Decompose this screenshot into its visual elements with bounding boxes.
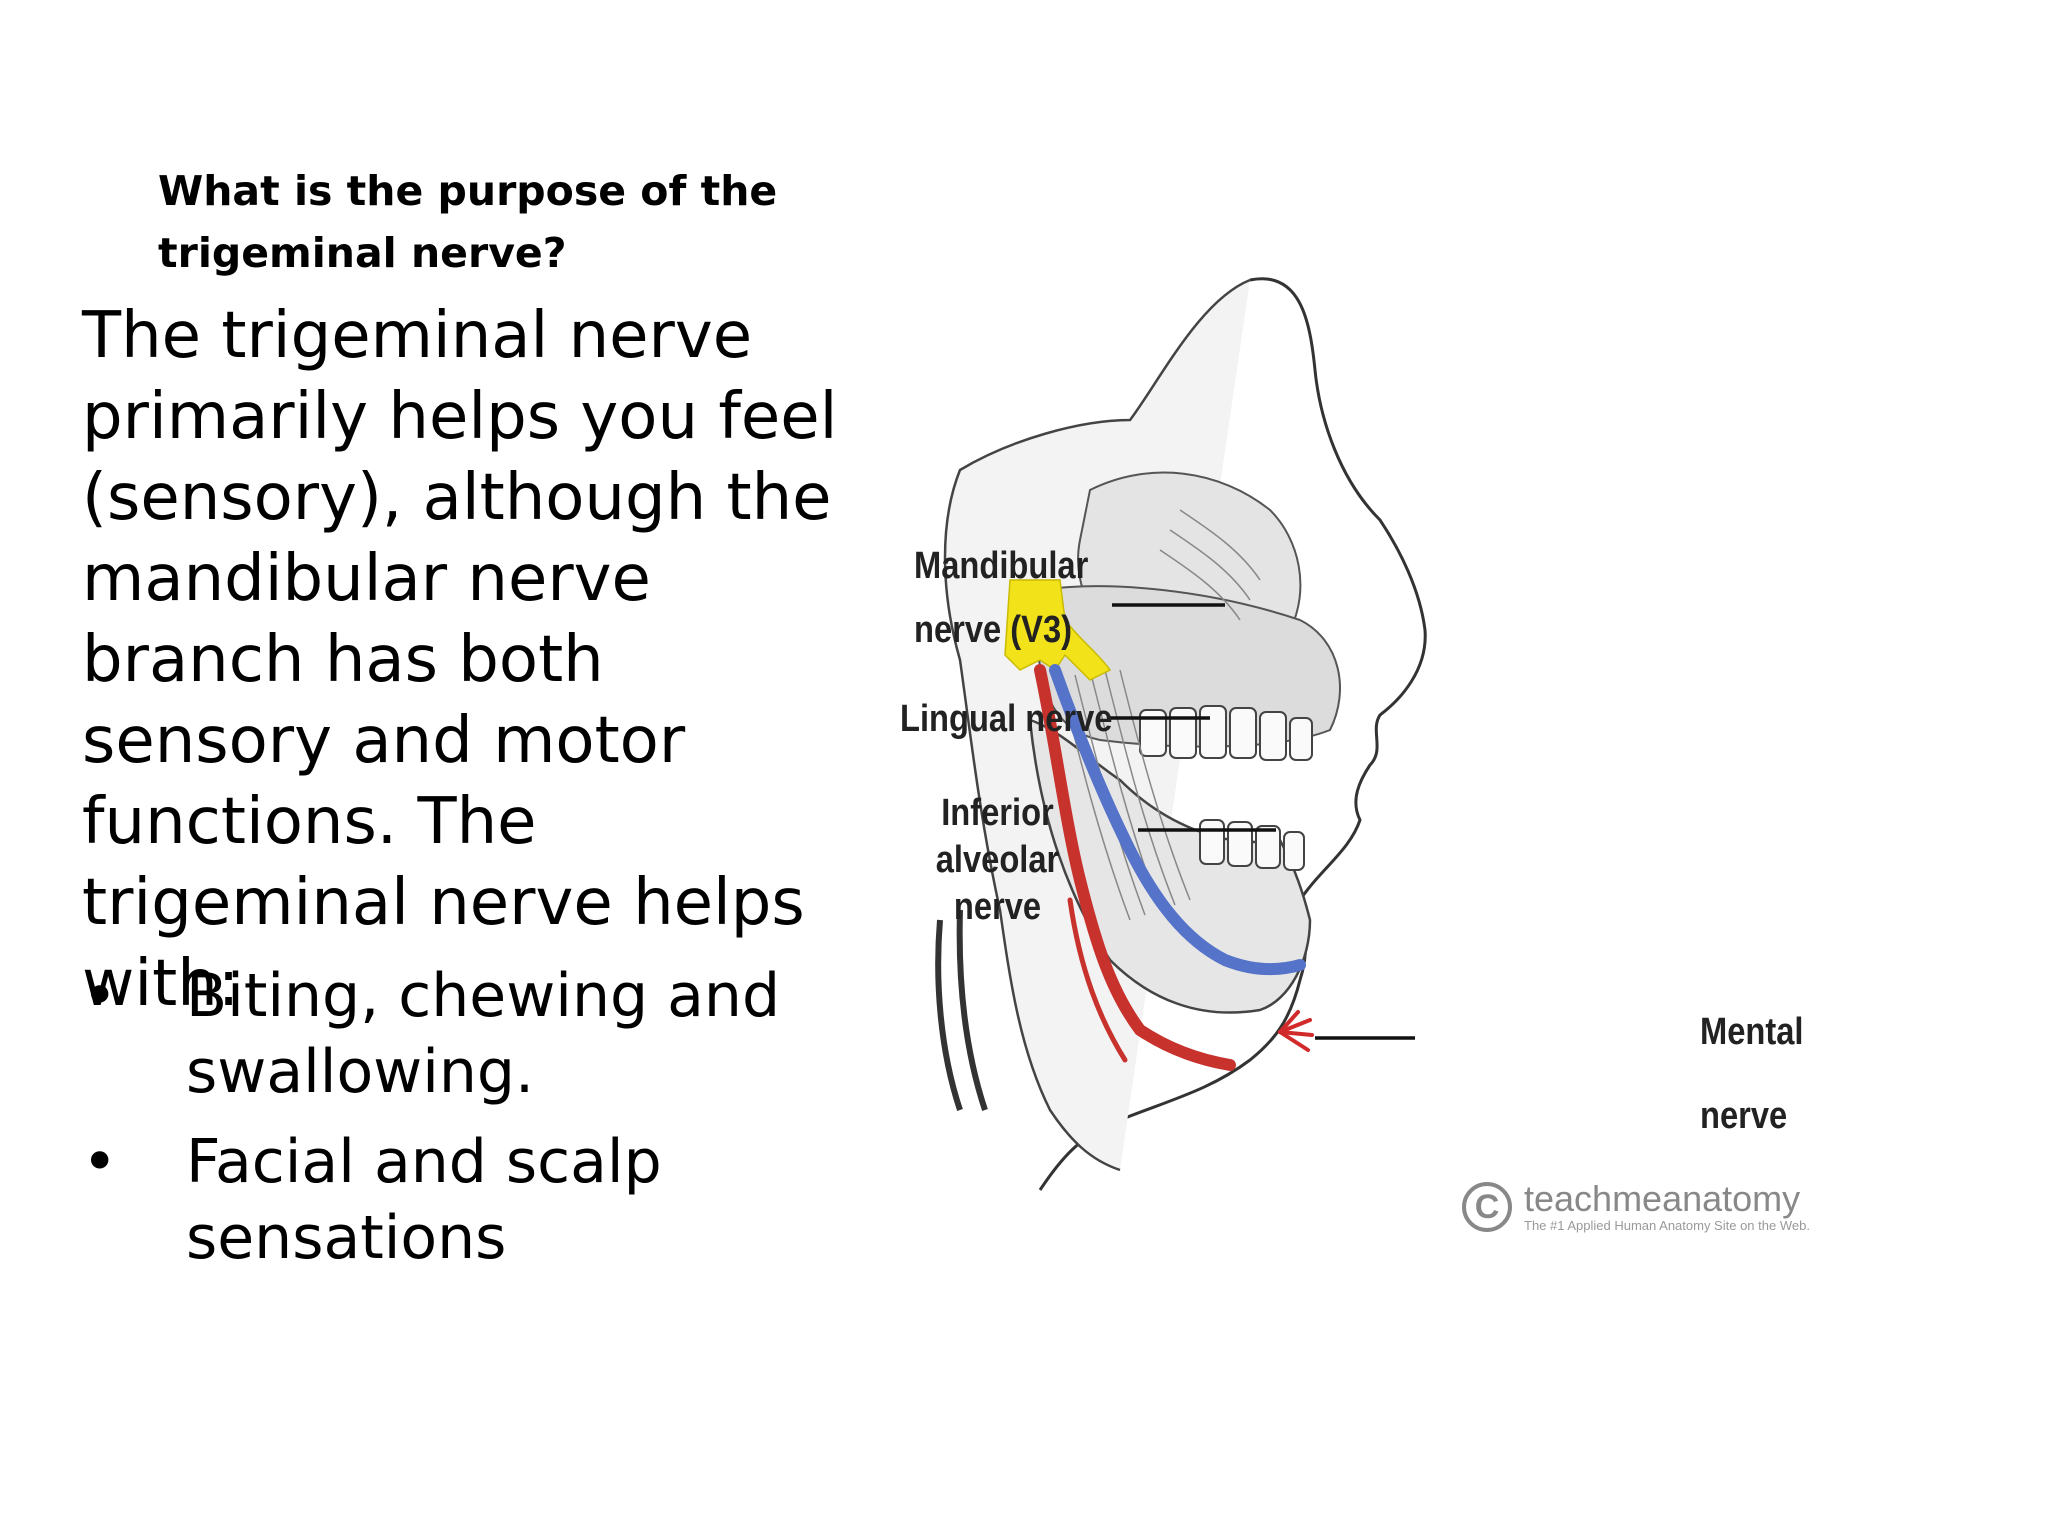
mandibular-nerve-trunk	[1004, 579, 1112, 681]
lingual-nerve	[1049, 664, 1306, 976]
watermark-tagline: The #1 Applied Human Anatomy Site on the…	[1524, 1218, 1810, 1233]
trigeminal-anatomy-figure: Mandibular nerve (V3) Lingual nerve Infe…	[880, 260, 1860, 1270]
upper-teeth	[1139, 705, 1313, 761]
bullet-list: • Biting, chewing and swallowing. • Faci…	[82, 958, 862, 1290]
watermark: C teachmeanatomy The #1 Applied Human An…	[1462, 1180, 1810, 1234]
watermark-name: teachmeanatomy	[1524, 1178, 1801, 1219]
label-inferior-alveolar-nerve: Inferior alveolar nerve	[935, 792, 1060, 928]
slide-question: What is the purpose of the trigeminal ne…	[158, 167, 778, 277]
bullet-text: Biting, chewing and swallowing.	[186, 961, 781, 1107]
bullet-icon: •	[82, 1127, 118, 1197]
copyright-icon: C	[1462, 1182, 1512, 1232]
label-lingual-nerve: Lingual nerve	[900, 698, 1113, 740]
slide-body-text: The trigeminal nerve primarily helps you…	[82, 299, 838, 1021]
inferior-alveolar-nerve	[1034, 664, 1236, 1071]
list-item: • Biting, chewing and swallowing.	[82, 958, 862, 1110]
inferior-alveolar-nerve-branch	[1067, 897, 1128, 1063]
anatomy-illustration	[935, 277, 1427, 1191]
label-mental-nerve: Mental nerve	[1700, 1011, 1804, 1137]
list-item: • Facial and scalp sensations	[82, 1124, 862, 1276]
mental-nerve	[1278, 1010, 1314, 1052]
leader-lines	[1110, 603, 1415, 1040]
bullet-text: Facial and scalp sensations	[186, 1127, 662, 1273]
face-outline	[1038, 277, 1427, 1191]
label-mandibular-nerve: Mandibular nerve (V3)	[914, 545, 1089, 651]
bullet-icon: •	[82, 961, 118, 1031]
maxilla-region	[1036, 585, 1341, 748]
lower-teeth	[1199, 819, 1305, 871]
vessels	[935, 909, 988, 1111]
watermark-text: teachmeanatomy The #1 Applied Human Anat…	[1524, 1180, 1810, 1234]
